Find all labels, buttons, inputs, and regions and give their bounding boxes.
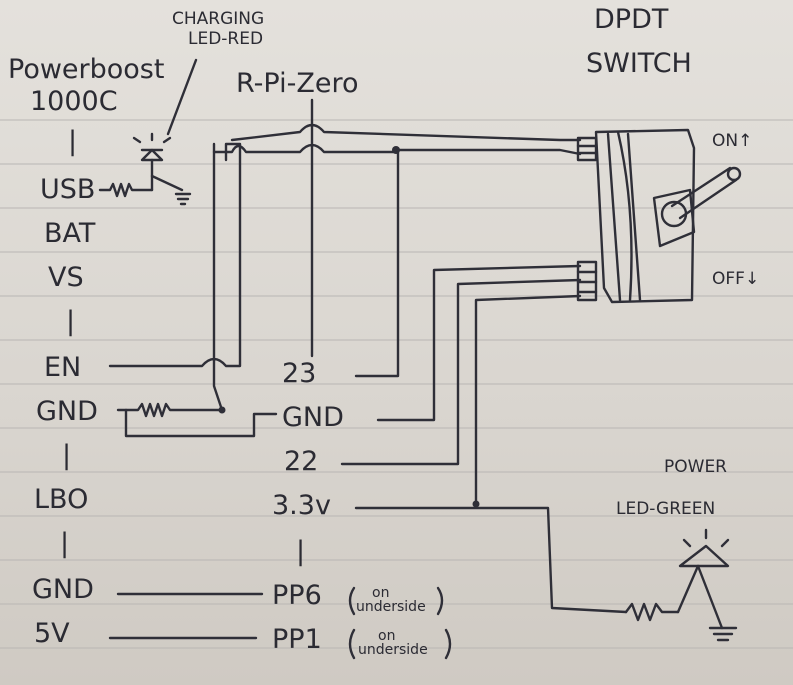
charging-led-subtitle: LED-RED	[188, 29, 263, 49]
power-led-subtitle: LED-GREEN	[616, 499, 715, 519]
switch-subtitle: SWITCH	[586, 48, 692, 79]
powerboost-pin-bat: BAT	[44, 218, 96, 249]
svg-text:on: on	[378, 628, 395, 644]
svg-text:underside: underside	[356, 599, 426, 615]
svg-text:on: on	[372, 585, 389, 601]
rpi-pin-23: 23	[282, 358, 316, 389]
switch-on-label: ON↑	[712, 131, 752, 151]
powerboost-pin-sep: |	[60, 528, 69, 559]
ruled-lines	[0, 119, 793, 649]
powerboost-pin-sep: |	[62, 440, 71, 471]
rpi-pin-pp1: PP1	[272, 624, 322, 655]
powerboost-pin-5v: 5V	[34, 618, 70, 649]
wires	[108, 98, 628, 640]
powerboost-pin-sep: |	[68, 126, 77, 157]
underside-note-pp6: on underside	[348, 585, 444, 616]
powerboost-pin-vs: VS	[48, 262, 84, 293]
switch-off-label: OFF↓	[712, 269, 759, 289]
usb-resistor	[98, 182, 154, 198]
power-led-title: POWER	[664, 457, 727, 477]
rpi-pin-sep: |	[296, 536, 305, 567]
underside-note-pp1: on underside	[348, 628, 452, 660]
powerboost-pin-gnd: GND	[36, 396, 98, 427]
charging-led-icon	[132, 58, 198, 206]
powerboost-pin-sep: |	[66, 306, 75, 337]
power-led-icon	[624, 528, 738, 642]
powerboost-pin-usb: USB	[40, 174, 95, 205]
rpi-pins: 23 GND 22 3.3v | PP6 PP1	[272, 358, 344, 655]
dpdt-switch-icon	[576, 128, 742, 304]
switch-title: DPDT	[594, 4, 669, 35]
rpi-pin-22: 22	[284, 446, 318, 477]
powerboost-pin-gnd-2: GND	[32, 574, 94, 605]
powerboost-pin-en: EN	[44, 352, 81, 383]
powerboost-pins: | USB BAT VS | EN GND | LBO | GND 5V	[32, 126, 98, 649]
powerboost-model: 1000C	[30, 86, 118, 117]
charging-led-title: CHARGING	[172, 9, 264, 29]
rpi-title: R-Pi-Zero	[236, 68, 358, 99]
rpi-pin-pp6: PP6	[272, 580, 322, 611]
powerboost-pin-lbo: LBO	[34, 484, 88, 515]
rpi-pin-gnd: GND	[282, 402, 344, 433]
svg-text:underside: underside	[358, 642, 428, 658]
powerboost-title: Powerboost	[8, 54, 164, 85]
rpi-pin-3v3: 3.3v	[272, 490, 331, 521]
